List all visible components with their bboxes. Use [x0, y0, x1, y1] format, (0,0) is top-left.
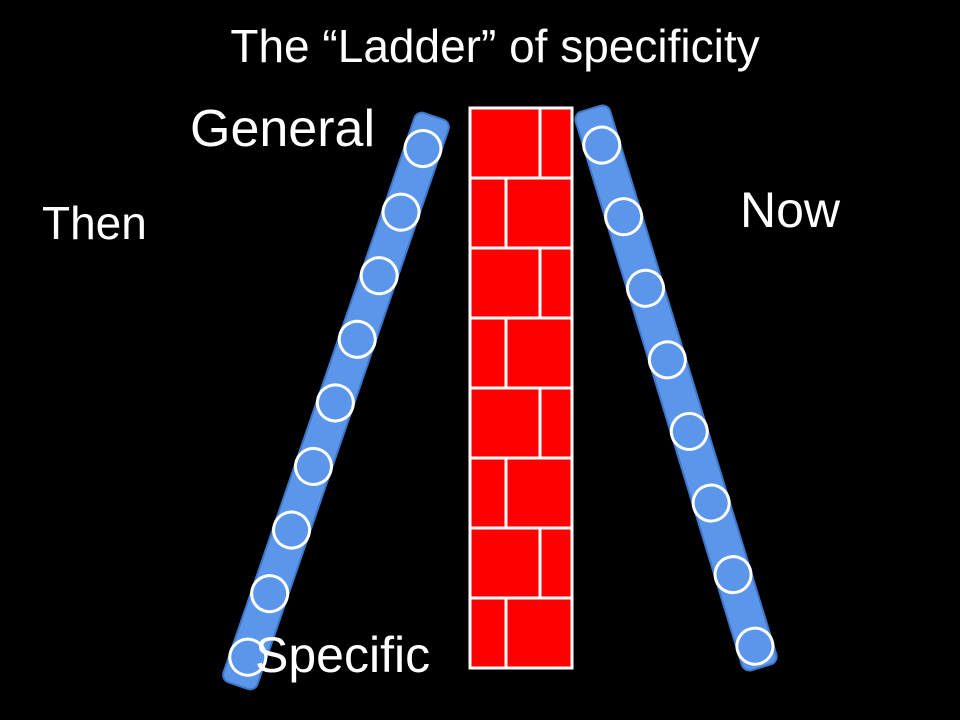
- ladder-rung: [604, 197, 644, 237]
- label-general: General: [190, 100, 375, 158]
- ladder-rung: [337, 319, 377, 359]
- ladder-rung: [669, 411, 709, 451]
- brick: [504, 596, 574, 670]
- ladder-rung: [359, 256, 399, 296]
- label-specific: Specific: [255, 627, 430, 683]
- brick: [468, 456, 508, 530]
- ladder-rung: [250, 574, 290, 614]
- ladder-rung: [735, 626, 775, 666]
- brick: [468, 246, 542, 320]
- ladder-rung: [272, 510, 312, 550]
- brick-wall: [468, 106, 574, 670]
- ladder-rung: [713, 555, 753, 595]
- right-ladder: [574, 104, 778, 672]
- brick: [538, 526, 574, 600]
- ladder-rung: [293, 446, 333, 486]
- left-ladder: [222, 111, 450, 691]
- ladder-rung: [582, 125, 622, 165]
- brick: [468, 106, 542, 180]
- label-now: Now: [740, 182, 841, 238]
- brick: [468, 526, 542, 600]
- ladder-rung: [381, 192, 421, 232]
- brick: [538, 106, 574, 180]
- ladder-rung: [647, 340, 687, 380]
- brick: [468, 596, 508, 670]
- ladder-rung: [626, 268, 666, 308]
- brick: [468, 386, 542, 460]
- ladder-rung: [315, 383, 355, 423]
- ladder-rung: [691, 483, 731, 523]
- brick: [504, 316, 574, 390]
- brick: [538, 246, 574, 320]
- label-then: Then: [42, 197, 147, 249]
- brick: [468, 176, 508, 250]
- brick: [468, 316, 508, 390]
- slide-title: The “Ladder” of specificity: [230, 20, 759, 72]
- brick: [538, 386, 574, 460]
- right-ladder-rungs: [582, 125, 775, 666]
- brick: [504, 176, 574, 250]
- ladder-rung: [403, 129, 443, 169]
- left-ladder-rungs: [228, 129, 443, 677]
- right-ladder-rail: [574, 104, 778, 672]
- ladder-rung: [228, 637, 268, 677]
- brick: [504, 456, 574, 530]
